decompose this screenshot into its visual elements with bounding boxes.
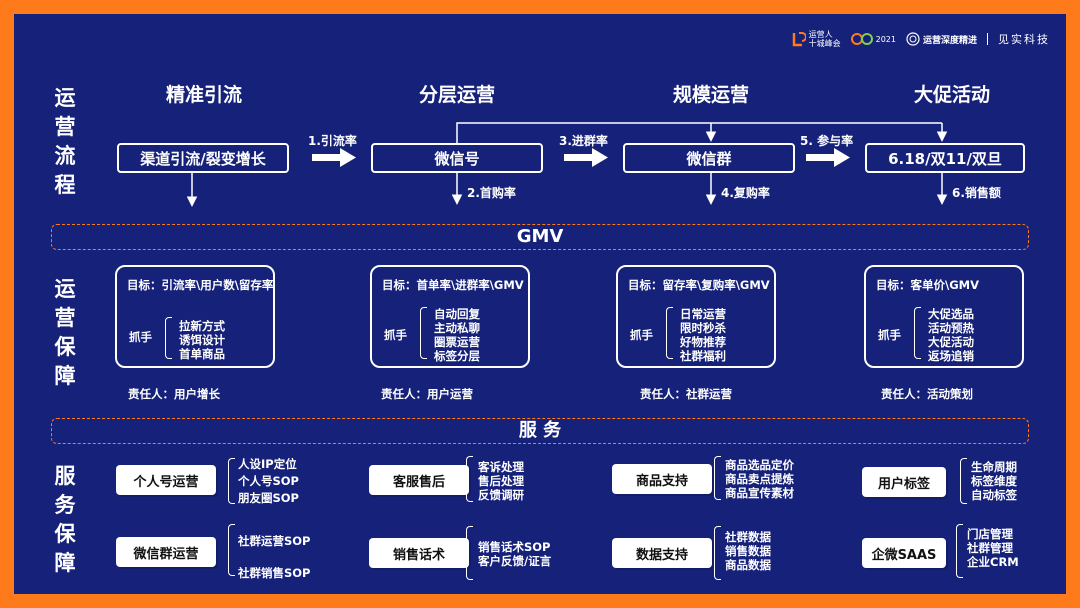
brace-icon xyxy=(714,456,721,500)
card-target: 目标：留存率\复购率\GMV xyxy=(628,278,770,292)
card-lever-list: 日常运营限时秒杀好物推荐社群福利 xyxy=(680,307,726,363)
brace-icon xyxy=(165,317,172,359)
service-personal-account: 个人号运营 xyxy=(116,465,216,495)
flow-box-channel: 渠道引流/裂变增长 xyxy=(117,143,289,173)
brace-icon xyxy=(956,524,963,578)
flow-label-repurchase: 4.复购率 xyxy=(721,186,770,200)
flow-box-wechat-group: 微信群 xyxy=(623,143,795,173)
service-bar: 服 务 xyxy=(51,418,1029,444)
brace-icon xyxy=(420,307,427,359)
seal-logo-icon xyxy=(906,32,920,46)
service-customer-care: 客服售后 xyxy=(369,465,469,495)
slide: 运营人十城峰会 2021 运营深度精进 见实科技 运营流程 运营保障 服务保障 … xyxy=(14,14,1066,594)
service-wechat-group: 微信群运营 xyxy=(116,537,216,567)
brace-icon xyxy=(228,524,235,576)
phase-title-1: 精准引流 xyxy=(165,84,242,106)
service-list-product-support: 商品选品定价商品卖点提炼商品宣传素材 xyxy=(725,458,794,500)
company-name: 见实科技 xyxy=(998,33,1050,46)
card-target: 目标：客单价\GMV xyxy=(876,278,979,292)
logo-yunying-jingjin: 运营深度精进 xyxy=(906,32,977,46)
brace-icon xyxy=(466,456,473,502)
logo-yunyingren: 运营人十城峰会 xyxy=(792,30,841,48)
gmv-bar: GMV xyxy=(51,224,1029,250)
header-logos: 运营人十城峰会 2021 运营深度精进 见实科技 xyxy=(792,30,1050,48)
service-user-tags: 用户标签 xyxy=(862,467,946,497)
brace-icon xyxy=(960,458,967,504)
gmv-label: GMV xyxy=(516,226,564,247)
flow-label-traffic-rate: 1.引流率 xyxy=(308,134,357,148)
section-flow-title: 运营流程 xyxy=(54,86,76,197)
section-service-title: 服务保障 xyxy=(54,464,76,575)
service-list-user-tags: 生命周期标签维度自动标签 xyxy=(971,460,1017,502)
flow-box-wechat-account: 微信号 xyxy=(371,143,543,173)
card-lever-label: 抓手 xyxy=(384,328,407,342)
phase-title-2: 分层运营 xyxy=(418,84,495,106)
service-wecom-saas: 企微SAAS xyxy=(862,538,946,568)
card-lever-list: 自动回复主动私聊圈票运营标签分层 xyxy=(434,307,480,363)
brace-icon xyxy=(714,526,721,580)
phase-title-4: 大促活动 xyxy=(913,84,990,106)
card-target: 目标：首单率\进群率\GMV xyxy=(382,278,524,292)
card-target: 目标：引流率\用户数\留存率 xyxy=(127,278,274,292)
owner-2: 责任人：用户运营 xyxy=(381,387,473,401)
brace-icon xyxy=(228,458,235,504)
flow-box-promotion: 6.18/双11/双旦 xyxy=(865,143,1025,173)
card-lever-label: 抓手 xyxy=(129,330,152,344)
service-list-data-support: 社群数据销售数据商品数据 xyxy=(725,530,771,572)
logo-2021: 2021 xyxy=(850,32,896,46)
infinity-logo-icon xyxy=(850,33,873,45)
service-data-support: 数据支持 xyxy=(612,538,712,568)
flow-label-participation-rate: 5. 参与率 xyxy=(800,134,854,148)
brace-icon xyxy=(914,307,921,359)
arrow-right-icon xyxy=(806,148,850,167)
section-guarantee-title: 运营保障 xyxy=(54,277,76,388)
guarantee-card-4: 目标：客单价\GMV 抓手 大促选品活动预热大促活动返场追销 xyxy=(864,265,1024,368)
card-lever-label: 抓手 xyxy=(630,328,653,342)
brace-icon xyxy=(666,307,673,359)
owner-1: 责任人：用户增长 xyxy=(128,387,220,401)
brace-icon xyxy=(466,526,473,580)
service-list-customer-care: 客诉处理售后处理反馈调研 xyxy=(478,460,524,502)
card-lever-list: 大促选品活动预热大促活动返场追销 xyxy=(928,307,974,363)
service-sales-script: 销售话术 xyxy=(369,538,469,568)
service-label: 服 务 xyxy=(518,420,562,441)
guarantee-card-3: 目标：留存率\复购率\GMV 抓手 日常运营限时秒杀好物推荐社群福利 xyxy=(616,265,776,368)
owner-4: 责任人：活动策划 xyxy=(881,387,973,401)
owner-3: 责任人：社群运营 xyxy=(640,387,732,401)
card-lever-label: 抓手 xyxy=(878,328,901,342)
card-lever-list: 拉新方式诱饵设计首单商品 xyxy=(179,319,225,361)
phase-title-3: 规模运营 xyxy=(672,84,749,106)
yunyingren-logo-icon xyxy=(792,32,806,47)
arrow-right-icon xyxy=(564,148,608,167)
flow-label-sales: 6.销售额 xyxy=(952,186,1001,200)
guarantee-card-2: 目标：首单率\进群率\GMV 抓手 自动回复主动私聊圈票运营标签分层 xyxy=(370,265,530,368)
arrow-right-icon xyxy=(312,148,356,167)
flow-label-first-purchase: 2.首购率 xyxy=(467,186,516,200)
service-product-support: 商品支持 xyxy=(612,464,712,494)
flow-connectors xyxy=(186,122,948,207)
guarantee-card-1: 目标：引流率\用户数\留存率 抓手 拉新方式诱饵设计首单商品 xyxy=(115,265,275,368)
flow-label-join-rate: 3.进群率 xyxy=(559,134,608,148)
service-list-wecom-saas: 门店管理社群管理企业CRM xyxy=(967,527,1019,569)
